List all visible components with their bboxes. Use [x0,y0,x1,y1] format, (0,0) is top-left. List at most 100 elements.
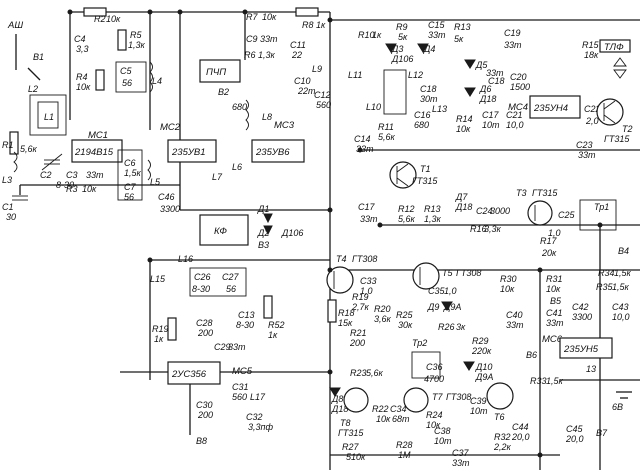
svg-text:10к: 10к [262,12,277,22]
svg-text:C5: C5 [120,66,132,76]
svg-text:200: 200 [349,338,365,348]
transistor-t5-block: Т5 ГТ308 C35 1,0 Д9 Д9А R25 30к R26 3к R… [396,262,493,384]
svg-text:2,0: 2,0 [585,116,599,126]
transistor-t6-t7-block: Т7 ГТ308 Т6 C34 68т R22 10к R24 10к C39 … [342,382,514,468]
svg-text:C45: C45 [566,424,584,434]
svg-text:L8: L8 [262,112,272,122]
svg-text:R23: R23 [350,368,367,378]
svg-text:3300: 3300 [160,204,180,214]
mc1-block: МС1 2194В15 C3 33т R3 10к R2 10к [66,7,123,194]
svg-text:L13: L13 [432,104,447,114]
svg-text:5,6к: 5,6к [20,144,38,154]
svg-text:ПЧП: ПЧП [206,67,226,78]
svg-text:C14: C14 [354,134,371,144]
svg-text:C28: C28 [196,318,213,328]
transistor-t8 [343,387,369,413]
svg-text:L4: L4 [152,76,162,86]
svg-text:R26: R26 [438,322,455,332]
svg-text:R29: R29 [472,336,489,346]
svg-text:МС1: МС1 [88,130,108,141]
svg-text:20,0: 20,0 [565,434,584,444]
chip-mc3 [251,139,305,163]
svg-text:R34: R34 [598,268,615,278]
pch-filter-box [199,59,241,83]
svg-text:2,7к: 2,7к [351,302,370,312]
svg-text:4700: 4700 [424,374,444,384]
svg-text:220к: 220к [471,346,492,356]
svg-text:33т: 33т [228,342,246,352]
svg-text:R19: R19 [352,292,369,302]
svg-text:Т3: Т3 [516,188,527,198]
loop-antenna [29,94,67,136]
svg-text:L2: L2 [28,84,38,94]
svg-text:C9: C9 [246,34,258,44]
svg-text:10к: 10к [500,284,515,294]
svg-text:Д6: Д6 [479,84,491,94]
svg-text:ГТ315: ГТ315 [604,134,630,144]
svg-text:R31: R31 [546,274,563,284]
svg-text:R7: R7 [246,12,258,22]
svg-text:R25: R25 [396,310,414,320]
svg-text:3000: 3000 [490,206,510,216]
svg-text:68т: 68т [392,414,410,424]
svg-text:C7: C7 [124,182,136,192]
svg-text:5,6к: 5,6к [398,214,416,224]
svg-text:R15: R15 [582,40,600,50]
transistor-t1 [389,161,417,189]
svg-text:L12: L12 [408,70,423,80]
svg-text:Т4: Т4 [336,254,347,264]
svg-text:C11: C11 [290,40,306,50]
svg-text:C20: C20 [510,72,527,82]
svg-text:Д2: Д2 [257,228,269,238]
svg-text:C17: C17 [482,110,500,120]
svg-text:R32: R32 [494,432,511,442]
svg-text:R2: R2 [94,14,106,24]
svg-text:510к: 510к [346,452,366,462]
svg-text:3,3: 3,3 [76,44,89,54]
svg-text:Д7: Д7 [455,192,468,202]
svg-text:C19: C19 [504,28,521,38]
mc5-block: 2УС356 МС5 C31 560 C30 200 L17 C32 3,3пф… [167,361,273,446]
svg-text:Т2: Т2 [622,124,633,134]
svg-text:C2: C2 [40,170,52,180]
svg-text:L9: L9 [312,64,322,74]
svg-text:C44: C44 [512,422,529,432]
svg-text:C39: C39 [470,396,487,406]
resistor-r4 [95,69,105,91]
svg-text:3,3пф: 3,3пф [248,422,273,432]
svg-text:15к: 15к [338,318,353,328]
svg-text:33т: 33т [360,214,378,224]
coil-l4 [149,61,153,93]
kf-filter-box [199,214,249,246]
svg-text:5,6к: 5,6к [366,368,384,378]
chip-mc4 [529,95,581,119]
svg-text:1к: 1к [316,20,326,30]
svg-text:10к: 10к [426,420,441,430]
svg-text:R10: R10 [358,30,375,40]
svg-text:C27: C27 [222,272,240,282]
svg-text:Т8: Т8 [340,418,351,428]
svg-text:L16: L16 [178,254,193,264]
svg-text:R16: R16 [470,224,487,234]
svg-text:ГТ308: ГТ308 [456,268,481,278]
svg-text:C10: C10 [294,76,311,86]
resistor-r8 [295,7,319,17]
svg-text:R8: R8 [302,20,314,30]
svg-text:R13: R13 [454,22,471,32]
svg-text:1500: 1500 [510,82,530,92]
svg-text:6В: 6В [612,402,623,412]
svg-text:R12: R12 [398,204,415,214]
svg-text:10т: 10т [434,436,452,446]
coil-l6 [245,99,249,131]
agc-section: R13 5к C19 33т Д5 Д6 Д18 R14 10к C17 10т… [454,22,530,134]
svg-text:В5: В5 [550,296,562,306]
svg-text:L11: L11 [348,70,362,80]
svg-text:R20: R20 [374,304,391,314]
svg-text:680: 680 [414,120,429,130]
svg-text:30т: 30т [420,94,438,104]
chip-mc6 [559,337,613,359]
svg-text:33т: 33т [578,150,596,160]
svg-text:C36: C36 [426,362,443,372]
detector-section: R10 1к R9 5к C15 33т Д3 Д106 Д4 L11 L12 … [348,20,447,130]
